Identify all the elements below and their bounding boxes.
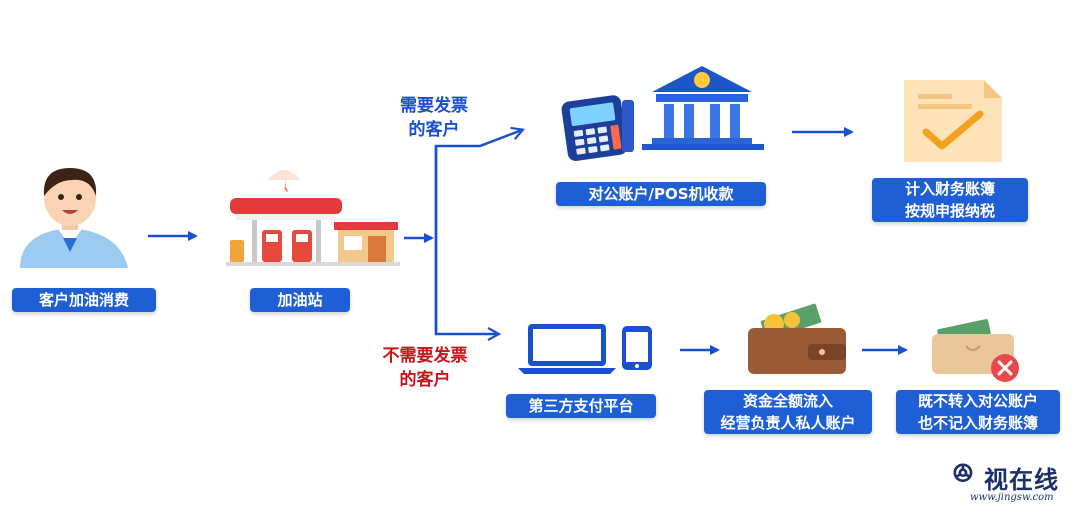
corporate-label: 对公账户/POS机收款 [556, 182, 766, 206]
private-label: 资金全额流入 经营负责人私人账户 [704, 390, 872, 434]
customer-label-text: 客户加油消费 [38, 291, 129, 309]
thirdparty-label: 第三方支付平台 [506, 394, 656, 418]
private-label-line1: 资金全额流入 [742, 392, 833, 410]
noinvoice-branch-line2: 的客户 [399, 370, 451, 390]
bank-icon [642, 66, 764, 150]
invoice-branch-line1: 需要发票 [400, 96, 468, 116]
watermark: ꔮ 视在线 www.jingsw.com [952, 454, 1072, 512]
record-label-line2: 按规申报纳税 [904, 202, 995, 220]
flow-arrows [148, 130, 908, 355]
wallet-no-icon [932, 319, 1019, 382]
noinvoice-branch-label: 不需要发票 的客户 [362, 344, 488, 392]
station-label: 加油站 [250, 288, 350, 312]
watermark-brand: 视在线 [984, 465, 1059, 494]
laptop-icon [518, 324, 616, 374]
invoice-branch-label: 需要发票 的客户 [386, 94, 482, 142]
arrow-to-noinvoice [434, 146, 498, 334]
norecord-label-line2: 也不记入财务账簿 [917, 414, 1038, 432]
watermark-url: www.jingsw.com [970, 492, 1054, 503]
document-check-icon [904, 80, 1002, 162]
station-label-text: 加油站 [277, 291, 323, 309]
thirdparty-label-text: 第三方支付平台 [528, 397, 634, 415]
noinvoice-branch-line1: 不需要发票 [382, 346, 468, 366]
pos-terminal-icon [561, 95, 634, 161]
gas-station-icon [226, 170, 400, 266]
norecord-label-line1: 既不转入对公账户 [917, 392, 1038, 410]
customer-label: 客户加油消费 [12, 288, 156, 312]
record-label: 计入财务账簿 按规申报纳税 [872, 178, 1028, 222]
watermark-logo-icon: ꔮ [952, 457, 974, 490]
wallet-money-icon [748, 303, 846, 374]
private-label-line2: 经营负责人私人账户 [720, 414, 856, 432]
station-sign-number: 6 [282, 180, 290, 190]
record-label-line1: 计入财务账簿 [904, 180, 995, 198]
phone-icon [622, 326, 652, 370]
norecord-label: 既不转入对公账户 也不记入财务账簿 [896, 390, 1060, 434]
corporate-label-text: 对公账户/POS机收款 [588, 185, 734, 203]
customer-avatar-icon [20, 168, 128, 268]
invoice-branch-line2: 的客户 [408, 120, 460, 140]
arrow-to-invoice [434, 130, 522, 332]
